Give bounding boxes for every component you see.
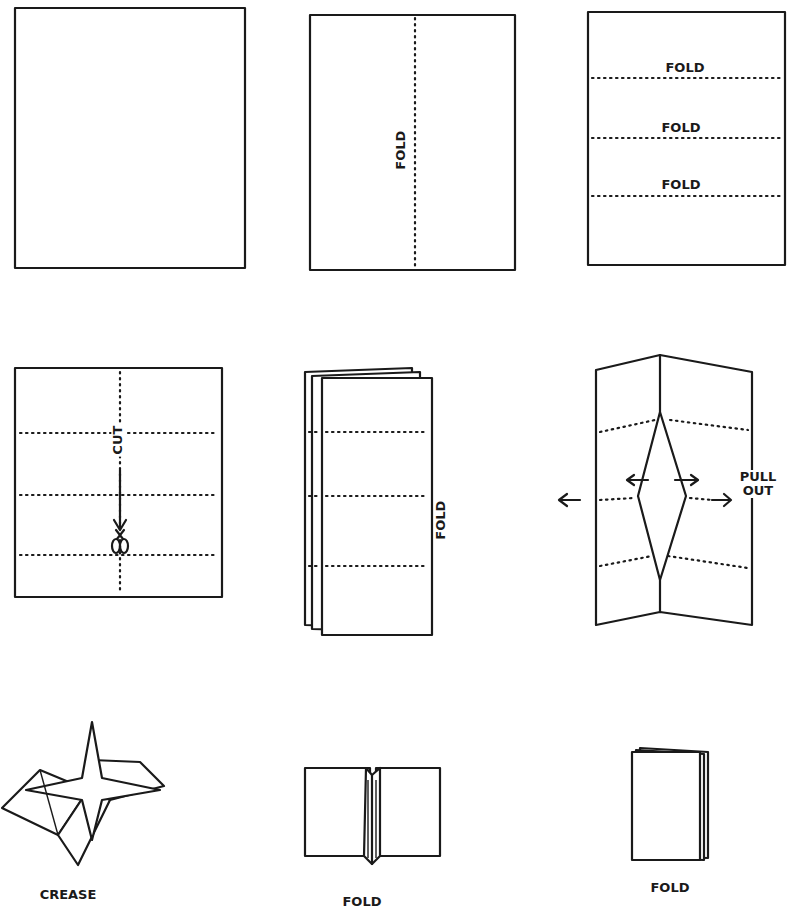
drawing-stroke (376, 768, 440, 856)
drawing-stroke (670, 420, 748, 430)
fold-line (20, 554, 218, 556)
folded-booklet (305, 768, 440, 864)
fold-line (119, 372, 121, 594)
sheet (15, 8, 245, 268)
drawing-stroke (120, 539, 128, 553)
folded-sheet (305, 368, 432, 635)
drawing-stroke (375, 780, 376, 858)
drawing-stroke (326, 431, 428, 433)
drawing-stroke (600, 420, 655, 432)
drawing-stroke (309, 431, 318, 433)
drawing-stroke (309, 565, 318, 567)
pull-out-label: PULL OUT (736, 470, 780, 499)
drawing-stroke (364, 768, 380, 864)
fold-caption: FOLD (648, 881, 691, 895)
drawing-stroke (627, 475, 648, 485)
drawing-stroke (40, 770, 58, 835)
drawing-stroke (638, 412, 686, 580)
drawing-stroke (309, 495, 318, 497)
sheet (15, 368, 222, 597)
fold-line (592, 195, 783, 197)
drawing-stroke (600, 556, 652, 566)
cut-arrowhead (114, 520, 126, 530)
crease-caption: CREASE (38, 888, 99, 902)
drawing-stroke (659, 580, 661, 612)
drawing-stroke (112, 539, 120, 553)
fold-line (592, 77, 783, 79)
drawing-stroke (675, 475, 698, 485)
drawing-stroke (326, 565, 428, 567)
drawing-stroke (668, 556, 748, 568)
opened-sheet (559, 355, 752, 625)
fold-label: FOLD (659, 178, 702, 192)
drawing-stroke (712, 494, 731, 506)
fold-label: FOLD (663, 61, 706, 75)
drawing-stroke (116, 530, 124, 539)
drawing-stroke (367, 780, 368, 858)
crease-star (2, 722, 164, 865)
drawing-stroke (326, 495, 428, 497)
sheet (310, 15, 515, 270)
fold-line (414, 18, 416, 268)
drawing-stroke (26, 722, 160, 840)
finished-booklet (632, 748, 708, 860)
drawing-stroke (371, 775, 373, 864)
fold-label: FOLD (659, 121, 702, 135)
drawing-stroke (632, 752, 700, 860)
drawing-stroke (600, 498, 634, 500)
cut-arrow (119, 470, 121, 528)
drawing-stroke (305, 768, 370, 856)
fold-line (592, 137, 783, 139)
drawing-stroke (559, 494, 580, 506)
fold-label: FOLD (435, 498, 449, 541)
drawing-stroke (690, 498, 712, 500)
drawing-stroke (596, 355, 752, 625)
fold-caption: FOLD (340, 895, 383, 909)
fold-label: FOLD (395, 128, 409, 171)
sheet (588, 12, 785, 265)
scissors-symbol (112, 530, 128, 553)
drawing-stroke (659, 355, 661, 412)
drawing-stroke (322, 378, 432, 635)
cut-label: CUT (111, 424, 125, 457)
